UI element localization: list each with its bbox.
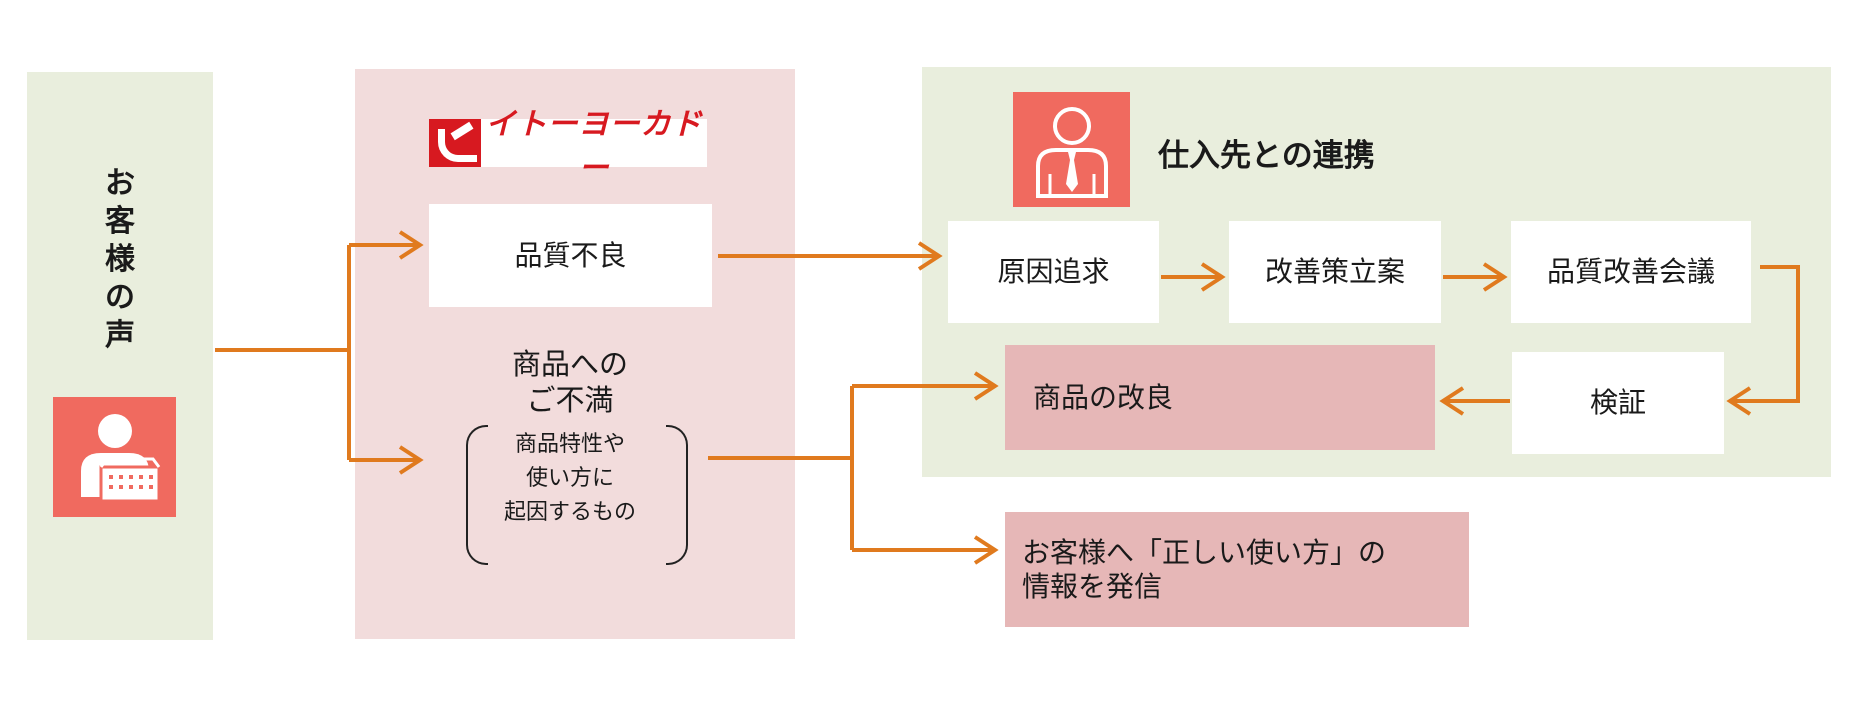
root-cause-analysis-box: 原因追求 bbox=[948, 221, 1159, 323]
title-char: の bbox=[105, 280, 135, 315]
quality-defect-box: 品質不良 bbox=[429, 204, 712, 307]
supplier-collaboration-title: 仕入先との連携 bbox=[1158, 138, 1375, 174]
product-dissatisfaction-title: 商品への ご不満 bbox=[511, 347, 628, 417]
itoyokado-dove-logo-icon bbox=[429, 119, 481, 167]
title-char: 様 bbox=[105, 242, 135, 277]
logo-text: イトーヨーカドー bbox=[485, 107, 703, 186]
arrow-meeting-to-verify bbox=[1730, 265, 1800, 403]
customer-voice-panel bbox=[27, 72, 213, 640]
verification-box: 検証 bbox=[1512, 352, 1724, 454]
arrowhead bbox=[973, 535, 999, 565]
improvement-planning-box: 改善策立案 bbox=[1229, 221, 1441, 323]
quality-improvement-meeting-box: 品質改善会議 bbox=[1511, 221, 1751, 323]
itoyokado-logo: イトーヨーカドー bbox=[429, 107, 707, 186]
arrowhead bbox=[1482, 262, 1508, 292]
arrowhead bbox=[917, 241, 943, 271]
arrowhead bbox=[398, 445, 424, 475]
arrowhead bbox=[973, 371, 999, 401]
shopper-with-basket-icon bbox=[53, 397, 176, 517]
title-char: 声 bbox=[105, 318, 135, 353]
arrowhead bbox=[1200, 262, 1226, 292]
product-improvement-box: 商品の改良 bbox=[1005, 345, 1435, 450]
arrowhead bbox=[398, 230, 424, 260]
customer-voice-title: お 客 様 の 声 bbox=[27, 165, 213, 355]
title-char: 客 bbox=[105, 204, 135, 239]
title-char: お bbox=[105, 166, 135, 201]
arrowhead bbox=[1439, 386, 1465, 416]
correct-usage-info-box: お客様へ「正しい使い方」の 情報を発信 bbox=[1005, 512, 1469, 627]
dissatisfaction-note: 商品特性や 使い方に 起因するもの bbox=[503, 432, 636, 525]
businessman-icon bbox=[1013, 92, 1130, 207]
arrowhead bbox=[1726, 386, 1752, 416]
